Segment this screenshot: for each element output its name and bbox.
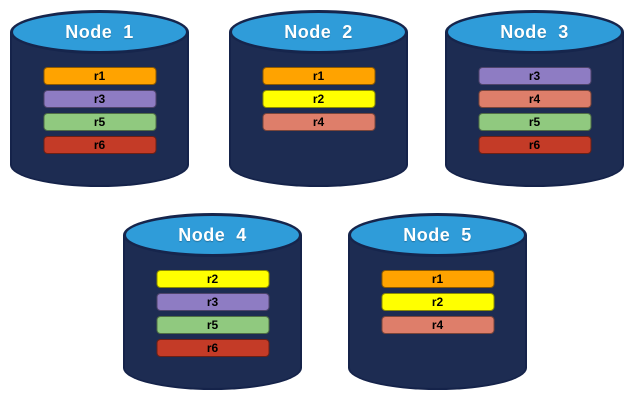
node-2-replica-r2: r2 [262,90,375,108]
node-1-replica-r3: r3 [43,90,156,108]
node-1-replica-list: r1 r3 r5 r6 [43,67,156,154]
node-1-replica-r5: r5 [43,113,156,131]
node-1-cylinder: Node 1 r1 r3 r5 r6 [10,10,189,187]
node-3-title: Node 3 [500,21,569,42]
node-2-title: Node 2 [284,21,353,42]
node-3-replica-list: r3 r4 r5 r6 [478,67,591,154]
node-2-replica-r1: r1 [262,67,375,85]
node-4-replica-r6: r6 [156,339,269,357]
node-5-replica-list: r1 r2 r4 [381,270,494,334]
node-1-cylinder-body [10,32,189,187]
node-5-replica-r1: r1 [381,270,494,288]
node-4-replica-list: r2 r3 r5 r6 [156,270,269,357]
node-5-replica-r2: r2 [381,293,494,311]
node-4-replica-r3: r3 [156,293,269,311]
node-5-title: Node 5 [403,224,472,245]
node-3-cylinder: Node 3 r3 r4 r5 r6 [445,10,624,187]
node-4-title: Node 4 [178,224,247,245]
node-3-replica-r6: r6 [478,136,591,154]
node-3-cylinder-body [445,32,624,187]
node-2-replica-r4: r4 [262,113,375,131]
node-3-replica-r5: r5 [478,113,591,131]
node-3-cylinder-top: Node 3 [445,10,624,54]
node-4-replica-r2: r2 [156,270,269,288]
node-4-cylinder: Node 4 r2 r3 r5 r6 [123,213,302,390]
node-3-replica-r3: r3 [478,67,591,85]
node-2-cylinder-body [229,32,408,187]
node-4-cylinder-body [123,235,302,390]
node-4-cylinder-top: Node 4 [123,213,302,257]
node-1-replica-r6: r6 [43,136,156,154]
node-1-replica-r1: r1 [43,67,156,85]
node-4-replica-r5: r5 [156,316,269,334]
node-2-replica-list: r1 r2 r4 [262,67,375,131]
node-5-cylinder-top: Node 5 [348,213,527,257]
node-5-cylinder: Node 5 r1 r2 r4 [348,213,527,390]
node-2-cylinder: Node 2 r1 r2 r4 [229,10,408,187]
node-2-cylinder-top: Node 2 [229,10,408,54]
node-1-title: Node 1 [65,21,134,42]
node-1-cylinder-top: Node 1 [10,10,189,54]
node-5-replica-r4: r4 [381,316,494,334]
node-5-cylinder-body [348,235,527,390]
node-3-replica-r4: r4 [478,90,591,108]
